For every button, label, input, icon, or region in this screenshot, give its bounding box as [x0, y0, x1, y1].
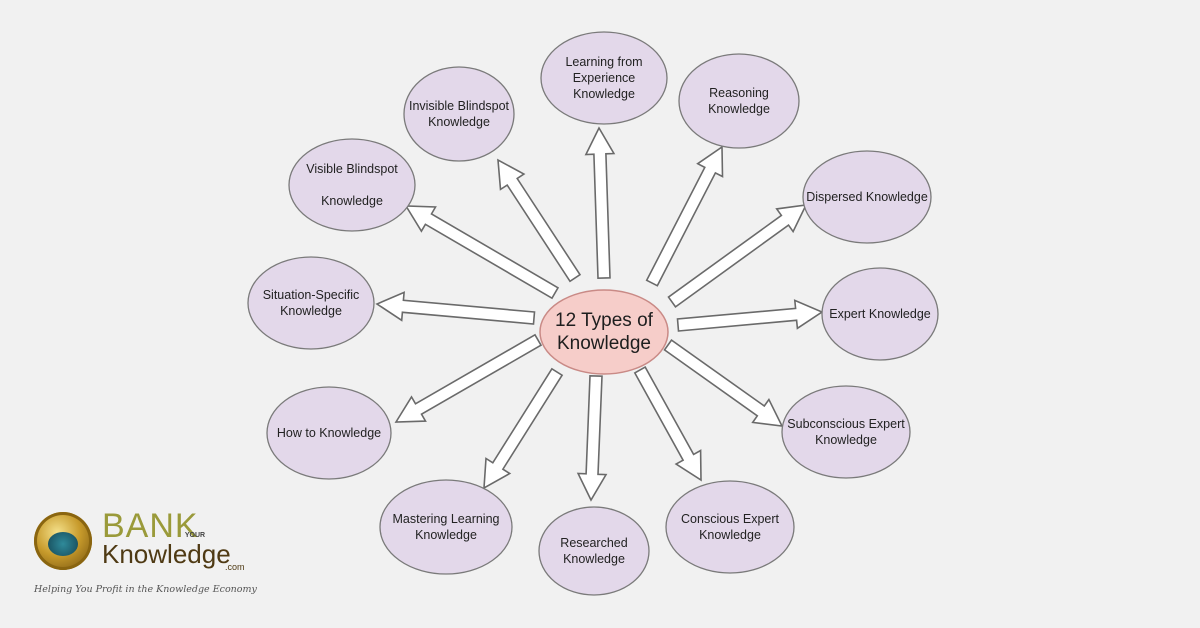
logo-com-text: .com: [225, 562, 245, 572]
nodes-layer: [247, 31, 939, 596]
arrow-9: [394, 333, 543, 423]
arrow-4: [676, 299, 824, 332]
knowledge-node-12: [403, 66, 515, 162]
arrow-6: [633, 366, 702, 482]
arrow-3: [667, 204, 808, 309]
arrow-11: [404, 205, 560, 300]
knowledge-node-label-8: Mastering Learning Knowledge: [392, 512, 500, 542]
arrow-2: [645, 145, 724, 287]
logo-bank-text: BANK: [102, 507, 199, 545]
knowledge-node-5: [781, 385, 911, 479]
knowledge-node-label-7: Researched Knowledge: [560, 536, 628, 566]
knowledge-node-label-10: Situation-Specific Knowledge: [262, 288, 360, 318]
knowledge-node-7: [538, 506, 650, 596]
knowledge-node-label-12: Invisible Blindspot Knowledge: [408, 99, 510, 129]
arrow-5: [663, 338, 784, 427]
logo-your-text: YOUR: [184, 532, 206, 539]
logo-tagline: Helping You Profit in the Knowledge Econ…: [34, 584, 257, 595]
arrow-8: [483, 367, 564, 490]
knowledge-node-label-2: Reasoning Knowledge: [708, 86, 770, 116]
knowledge-node-2: [678, 53, 800, 149]
center-label: 12 Types of Knowledge: [555, 310, 653, 354]
knowledge-node-8: [379, 479, 513, 575]
knowledge-node-label-6: Conscious Expert Knowledge: [681, 512, 779, 542]
knowledge-node-4: [821, 267, 939, 361]
globe-logo-icon: [34, 512, 92, 570]
knowledge-node-label-11: Visible Blindspot Knowledge: [306, 162, 398, 208]
arrows-layer: [375, 126, 824, 502]
logo-knowledge-text: Knowledge: [102, 539, 231, 569]
knowledge-node-label-9: How to Knowledge: [276, 426, 382, 440]
knowledge-node-label-5: Subconscious Expert Knowledge: [787, 417, 905, 447]
knowledge-node-label-4: Expert Knowledge: [829, 307, 931, 321]
knowledge-node-11: [288, 138, 416, 232]
knowledge-node-1: [540, 31, 668, 125]
knowledge-node-6: [665, 480, 795, 574]
arrow-10: [375, 291, 536, 325]
arrow-12: [497, 158, 582, 283]
arrow-1: [584, 126, 616, 280]
knowledge-node-label-1: Learning from Experience Knowledge: [565, 55, 643, 101]
brand-logo: BANK YOUR Knowledge .com Helping You Pro…: [30, 508, 270, 608]
knowledge-node-3: [802, 150, 932, 244]
knowledge-node-label-3: Dispersed Knowledge: [806, 190, 928, 204]
arrow-7: [576, 374, 608, 502]
knowledge-node-10: [247, 256, 375, 350]
center-node: [539, 289, 669, 375]
knowledge-node-9: [266, 386, 392, 480]
